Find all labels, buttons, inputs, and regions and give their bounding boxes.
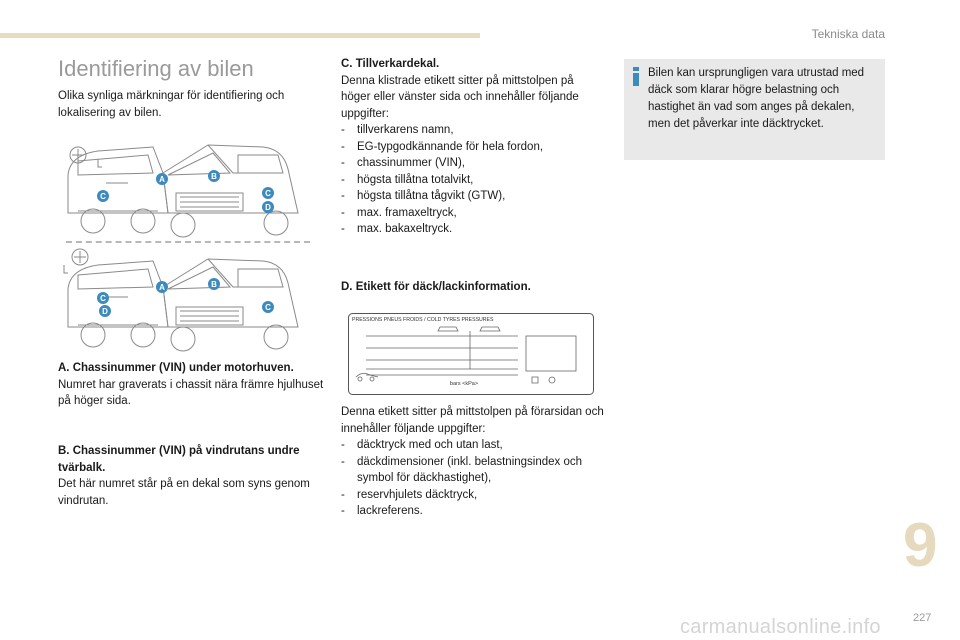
van-illustration-top: A B C C D <box>67 144 299 238</box>
list-item: tillverkarens namn, <box>341 122 606 139</box>
section-d: Denna etikett sitter på mittstolpen på f… <box>341 404 609 520</box>
svg-text:A: A <box>159 283 165 292</box>
list-item: däckdimensioner (inkl. belastningsindex … <box>341 454 609 487</box>
list-item: reservhjulets däcktryck, <box>341 487 609 504</box>
page-title: Identifiering av bilen <box>58 56 254 81</box>
svg-text:C: C <box>265 303 271 312</box>
svg-text:D: D <box>265 203 271 212</box>
section-c-body: Denna klistrade etikett sitter på mittst… <box>341 74 579 120</box>
svg-text:B: B <box>211 280 217 289</box>
section-b-body: Det här numret står på en dekal som syns… <box>58 478 310 507</box>
marker-c-top-left: C <box>97 190 109 202</box>
section-a: A. Chassinummer (VIN) under motorhuven. … <box>58 360 328 410</box>
info-text: Bilen kan ursprungligen vara utrustad me… <box>648 67 865 130</box>
list-item: chassinummer (VIN), <box>341 155 606 172</box>
list-item: lackreferens. <box>341 503 609 520</box>
section-a-heading: A. Chassinummer (VIN) under motorhuven. <box>58 362 294 374</box>
tyre-label-header: PRESSIONS PNEUS FROIDS / COLD TYRES PRES… <box>352 317 494 323</box>
section-b: B. Chassinummer (VIN) på vindrutans undr… <box>58 443 318 509</box>
list-item: max. framaxeltryck, <box>341 205 606 222</box>
svg-text:A: A <box>159 175 165 184</box>
tyre-pressure-label-illustration: PRESSIONS PNEUS FROIDS / COLD TYRES PRES… <box>348 313 594 395</box>
marker-c-bottom-right: C <box>262 301 274 313</box>
svg-text:C: C <box>100 192 106 201</box>
section-a-body: Numret har graverats i chassit nära främ… <box>58 378 324 408</box>
intro-text: Olika synliga märkningar för identifieri… <box>58 90 285 119</box>
marker-a-top: A <box>156 173 168 185</box>
page-number: 227 <box>913 612 932 624</box>
list-item: däcktryck med och utan last, <box>341 437 609 454</box>
section-header: Tekniska data <box>811 27 885 41</box>
svg-text:C: C <box>265 189 271 198</box>
van-illustration-bottom: A B C D C <box>63 248 299 352</box>
section-d-list: däcktryck med och utan last, däckdimensi… <box>341 437 609 520</box>
info-box: Bilen kan ursprungligen vara utrustad me… <box>624 59 885 160</box>
svg-text:C: C <box>100 294 106 303</box>
watermark-text: carmanualsonline.info <box>680 616 881 638</box>
list-item: max. bakaxeltryck. <box>341 221 606 238</box>
marker-b-bottom: B <box>208 278 220 290</box>
marker-d-top: D <box>262 201 274 213</box>
marker-a-bottom: A <box>156 281 168 293</box>
section-d-heading: D. Etikett för däck/lackinformation. <box>341 281 531 293</box>
info-icon <box>633 67 639 86</box>
section-d-body: Denna etikett sitter på mittstolpen på f… <box>341 406 604 435</box>
figure-divider <box>66 241 310 243</box>
marker-c-top-right: C <box>262 187 274 199</box>
section-c-list: tillverkarens namn, EG-typgodkännande fö… <box>341 122 606 238</box>
header-accent-bar <box>0 33 480 38</box>
marker-b-top: B <box>208 170 220 182</box>
section-c: C. Tillverkardekal. Denna klistrade etik… <box>341 56 606 238</box>
marker-c-bottom-left: C <box>97 292 109 304</box>
tyre-label-units: bars <kPa> <box>450 381 478 387</box>
section-c-heading: C. Tillverkardekal. <box>341 58 440 70</box>
list-item: högsta tillåtna totalvikt, <box>341 172 606 189</box>
list-item: EG-typgodkännande för hela fordon, <box>341 139 606 156</box>
chapter-number: 9 <box>903 511 938 580</box>
list-item: högsta tillåtna tågvikt (GTW), <box>341 188 606 205</box>
svg-text:B: B <box>211 172 217 181</box>
section-b-heading: B. Chassinummer (VIN) på vindrutans undr… <box>58 445 300 474</box>
marker-d-bottom: D <box>99 305 111 317</box>
svg-text:D: D <box>102 307 108 316</box>
